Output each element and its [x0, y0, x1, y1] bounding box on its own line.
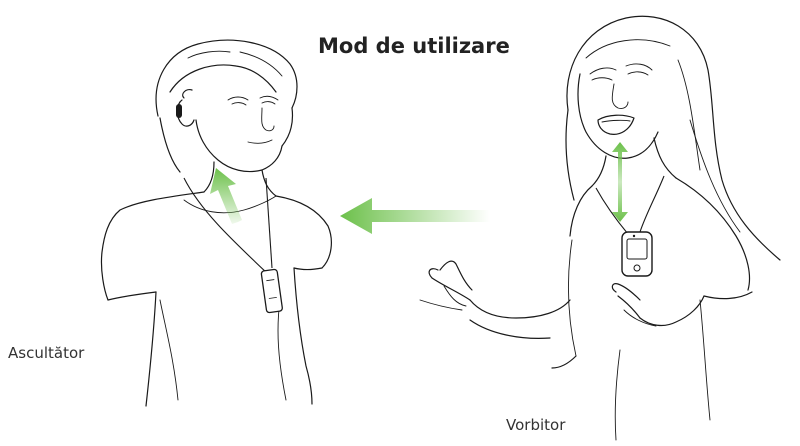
receive-arrow-icon: [210, 168, 242, 224]
listener-label: Ascultător: [8, 344, 84, 362]
speaker-label: Vorbitor: [506, 416, 565, 434]
transmit-arrow-icon: [340, 198, 490, 234]
speaker-figure: [420, 16, 780, 440]
mic-arrow-icon: [612, 142, 628, 222]
page-title: Mod de utilizare: [318, 34, 510, 58]
listener-figure: [101, 40, 331, 406]
